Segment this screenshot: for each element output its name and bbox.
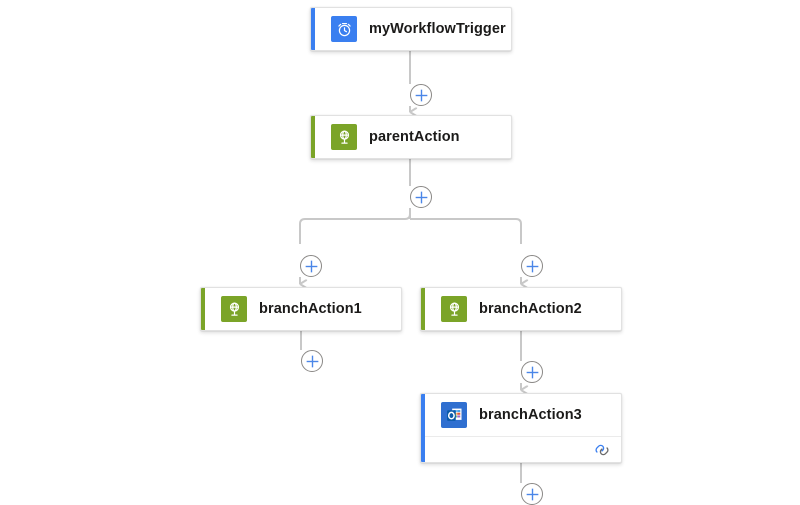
- http-globe-icon: [441, 296, 467, 322]
- node-title: parentAction: [369, 129, 460, 145]
- http-globe-icon: [221, 296, 247, 322]
- add-step-button-add-branch2[interactable]: [521, 255, 543, 277]
- workflow-node-branchaction2[interactable]: branchAction2: [420, 287, 622, 331]
- node-title: branchAction2: [479, 301, 582, 317]
- workflow-node-branchaction1[interactable]: branchAction1: [200, 287, 402, 331]
- workflow-node-parentaction[interactable]: parentAction: [310, 115, 512, 159]
- add-step-button-add-branch1[interactable]: [300, 255, 322, 277]
- node-header: branchAction2: [421, 288, 621, 330]
- node-accent-bar: [311, 8, 315, 50]
- edge-fork-left: [299, 213, 411, 244]
- add-step-button-add-after-branchaction3[interactable]: [521, 483, 543, 505]
- node-title: branchAction1: [259, 301, 362, 317]
- node-accent-bar: [421, 394, 425, 462]
- node-accent-bar: [311, 116, 315, 158]
- node-title: branchAction3: [479, 407, 582, 423]
- node-accent-bar: [201, 288, 205, 330]
- outlook-icon: [441, 402, 467, 428]
- node-header: myWorkflowTrigger: [311, 8, 511, 50]
- add-step-button-add-after-brancaction1[interactable]: [301, 350, 323, 372]
- node-accent-bar: [421, 288, 425, 330]
- http-globe-icon: [331, 124, 357, 150]
- edge-fork-right: [409, 217, 522, 244]
- node-header: parentAction: [311, 116, 511, 158]
- workflow-node-branchaction3[interactable]: branchAction3: [420, 393, 622, 463]
- add-step-button-add-after-parentaction[interactable]: [410, 186, 432, 208]
- recurrence-clock-icon: [331, 16, 357, 42]
- node-header: branchAction3: [421, 394, 621, 436]
- add-step-button-add-after-branchaction2[interactable]: [521, 361, 543, 383]
- add-step-button-add-after-trigger[interactable]: [410, 84, 432, 106]
- node-header: branchAction1: [201, 288, 401, 330]
- node-title: myWorkflowTrigger: [369, 21, 506, 37]
- workflow-node-myworkflowtrigger[interactable]: myWorkflowTrigger: [310, 7, 512, 51]
- node-footer: [421, 436, 621, 462]
- connection-link-icon[interactable]: [594, 442, 610, 458]
